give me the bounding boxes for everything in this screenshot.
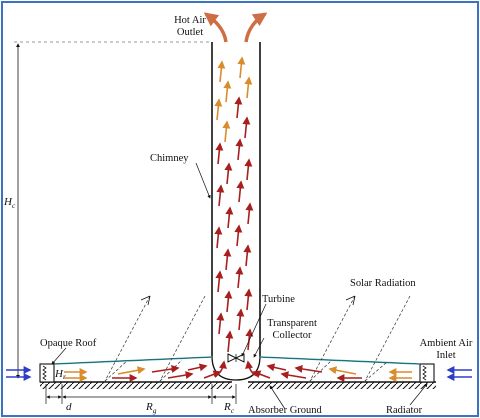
collector-flow-arrow (167, 371, 194, 379)
collector-flow-arrow (187, 363, 208, 372)
radiator-label: Radiator (386, 405, 423, 416)
chimney-height-dimension: Hc (3, 41, 210, 379)
chimney-flow-arrow (244, 76, 253, 99)
chimney-height-symbol: H (3, 196, 13, 208)
ground-radius-subscript: g (153, 406, 157, 415)
collector-flow-arrow (117, 366, 146, 375)
leader-lines (51, 162, 428, 410)
chimney-radius-symbol: R (223, 401, 231, 413)
ground-radius-symbol: R (145, 401, 153, 413)
spacing-symbol: d (66, 401, 72, 413)
chimney-flow-arrow (214, 98, 223, 121)
chimney-flow-arrow (215, 270, 224, 293)
chimney-flow-arrow (244, 158, 253, 181)
hot-air-outlet-label-line1: Hot Air (174, 15, 206, 26)
collector-roof (39, 356, 435, 383)
chimney-flow-arrow (215, 142, 224, 165)
solar-radiation-rays (104, 295, 411, 382)
turbine-inflow-arrow (213, 360, 227, 377)
chimney-flow-arrow (214, 226, 223, 249)
solar-radiation-label: Solar Radiation (350, 278, 416, 289)
transparent-collector-label-line1: Transparent (267, 318, 317, 329)
chimney-flow-arrow (244, 288, 253, 311)
roof-height-symbol: H (54, 368, 64, 380)
collector-flow-arrow (266, 363, 287, 372)
chimney-flow-arrow (234, 96, 243, 119)
chimney-flow-arrow (242, 116, 251, 139)
chimney-flow-arrow (223, 80, 232, 103)
hot-air-outlet-label-line2: Outlet (177, 27, 203, 38)
turbine-inflow-arrow (245, 360, 259, 377)
outlet-arrow (244, 12, 268, 43)
roof-height-subscript: r (63, 372, 66, 381)
collector-flow-arrow (151, 365, 180, 373)
chimney-flow-arrow (222, 120, 231, 143)
air-flow-arrows (6, 12, 472, 382)
chimney-radius-subscript: c (231, 406, 235, 415)
absorber-ground-label: Absorber Ground (248, 405, 323, 416)
ambient-air-inlet-label-line2: Inlet (436, 350, 455, 361)
collector-flow-arrow (294, 365, 323, 373)
opaque-roof-label: Opaque Roof (40, 338, 97, 349)
chimney-label: Chimney (150, 153, 189, 164)
turbine (227, 353, 245, 363)
chimney-flow-arrow (225, 330, 234, 353)
chimney-flow-arrow (243, 244, 252, 267)
chimney-height-subscript: c (12, 201, 16, 210)
chimney-flow-arrow (224, 290, 233, 313)
chimney-flow-arrow (235, 266, 244, 289)
chimney-flow-arrow (223, 248, 232, 271)
turbine-label: Turbine (262, 294, 295, 305)
absorber-ground-hatch (40, 381, 436, 389)
collector-flow-arrow (203, 370, 222, 379)
chimney-flow-arrow (217, 60, 226, 83)
chimney-flow-arrow (224, 162, 233, 185)
collector-flow-arrow (328, 366, 357, 375)
svg-text:Hc: Hc (3, 196, 16, 210)
collector-flow-arrow (280, 371, 307, 379)
base-dimensions: d Rg Rc (45, 384, 237, 415)
svg-text:Rc: Rc (223, 401, 235, 415)
chimney-flow-arrow (234, 224, 243, 247)
chimney-flow-arrow (216, 184, 225, 207)
transparent-collector-label-line2: Collector (272, 330, 312, 341)
chimney-flow-arrow (235, 138, 244, 161)
ambient-air-inlet-label-line1: Ambient Air (420, 338, 473, 349)
chimney-flow-arrow (245, 202, 254, 225)
chimney-flow-arrow (225, 206, 234, 229)
outlet-arrow (203, 12, 228, 43)
svg-text:Hr: Hr (54, 368, 66, 381)
collector-flow-arrow (252, 370, 271, 379)
chimney-flow-arrow (237, 56, 246, 79)
chimney-flow-arrow (236, 180, 245, 203)
chimney-flow-arrow (216, 312, 225, 335)
svg-text:Rg: Rg (145, 401, 157, 415)
chimney-flow-arrow (236, 308, 245, 331)
